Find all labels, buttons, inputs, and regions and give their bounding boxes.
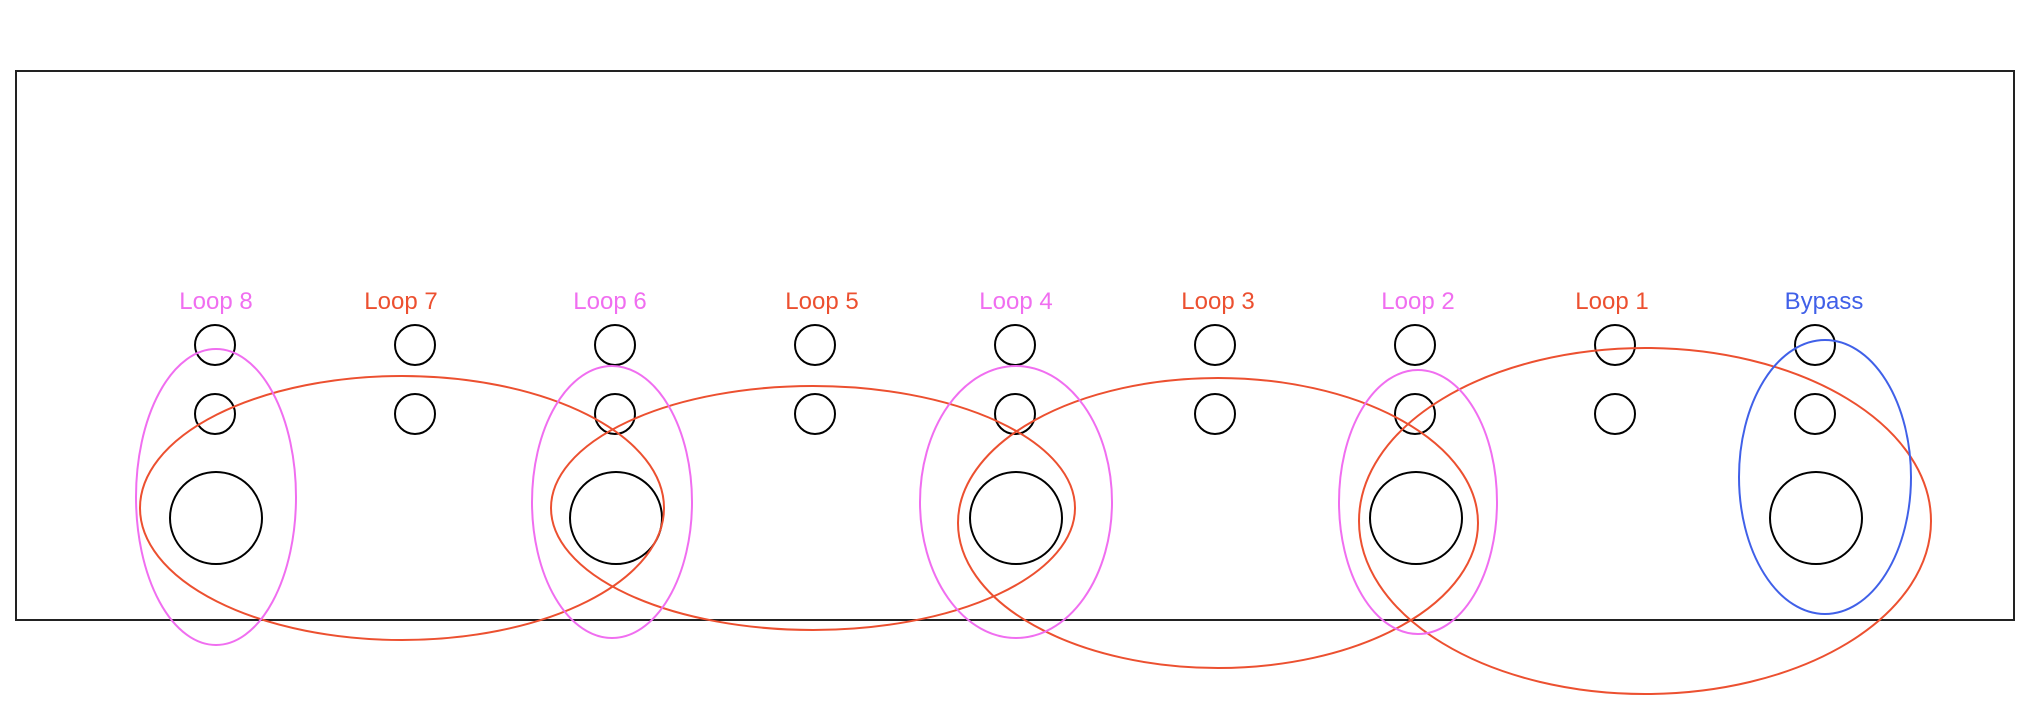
- label-bypass: Bypass: [1785, 288, 1864, 315]
- label-loop-6: Loop 6: [573, 288, 646, 315]
- enclosure-panel: [15, 70, 2015, 621]
- group-ring-loop-4: [919, 365, 1113, 639]
- group-ring-loop-1: [1358, 347, 1932, 695]
- footswitch-loop-6[interactable]: [569, 471, 663, 565]
- group-ring-loop-5: [550, 385, 1076, 631]
- led-loop-4: [994, 324, 1036, 366]
- indicator-bypass: [1794, 393, 1836, 435]
- indicator-loop-1: [1594, 393, 1636, 435]
- group-ring-loop-2: [1338, 369, 1498, 635]
- group-ring-loop-6: [531, 365, 693, 639]
- label-loop-7: Loop 7: [364, 288, 437, 315]
- group-ring-bypass: [1738, 339, 1912, 615]
- footswitch-loop-8[interactable]: [169, 471, 263, 565]
- indicator-loop-5: [794, 393, 836, 435]
- group-ring-loop-7: [139, 375, 665, 641]
- label-loop-1: Loop 1: [1575, 288, 1648, 315]
- led-loop-5: [794, 324, 836, 366]
- led-loop-2: [1394, 324, 1436, 366]
- led-loop-3: [1194, 324, 1236, 366]
- footswitch-bypass[interactable]: [1769, 471, 1863, 565]
- label-loop-8: Loop 8: [179, 288, 252, 315]
- indicator-loop-8: [194, 393, 236, 435]
- led-loop-6: [594, 324, 636, 366]
- label-loop-3: Loop 3: [1181, 288, 1254, 315]
- group-ring-loop-3: [957, 377, 1479, 669]
- label-loop-2: Loop 2: [1381, 288, 1454, 315]
- led-loop-7: [394, 324, 436, 366]
- indicator-loop-7: [394, 393, 436, 435]
- indicator-loop-3: [1194, 393, 1236, 435]
- label-loop-4: Loop 4: [979, 288, 1052, 315]
- indicator-loop-6: [594, 393, 636, 435]
- footswitch-loop-2[interactable]: [1369, 471, 1463, 565]
- indicator-loop-4: [994, 393, 1036, 435]
- led-loop-8: [194, 324, 236, 366]
- footswitch-loop-4[interactable]: [969, 471, 1063, 565]
- indicator-loop-2: [1394, 393, 1436, 435]
- led-bypass: [1794, 324, 1836, 366]
- label-loop-5: Loop 5: [785, 288, 858, 315]
- group-ring-loop-8: [135, 348, 297, 646]
- led-loop-1: [1594, 324, 1636, 366]
